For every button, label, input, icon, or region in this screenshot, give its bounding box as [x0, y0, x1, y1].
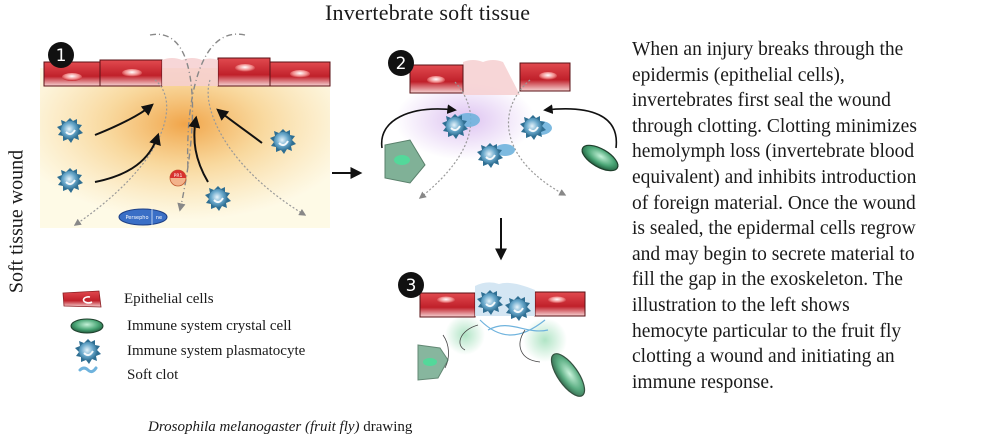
- svg-text:1: 1: [56, 46, 67, 66]
- description-line: invertebrates first seal the wound: [632, 90, 891, 112]
- panel-3: 3: [398, 272, 586, 397]
- soft-clot-icon: [78, 366, 98, 374]
- description-line: immune response.: [632, 371, 774, 393]
- caption-suffix: drawing: [359, 419, 413, 435]
- crystal-cell-left-3: [417, 344, 449, 381]
- panel-2: 2: [380, 50, 619, 199]
- description-line: When an injury breaks through the: [632, 39, 904, 60]
- step-badge-1: 1: [48, 42, 74, 68]
- legend-label: Immune system plasmatocyte: [127, 342, 306, 359]
- description-line: of foreign material. Once the wound: [632, 192, 916, 214]
- persephone-molecule: Persepho ne: [118, 208, 168, 226]
- diagram-title: Invertebrate soft tissue: [325, 0, 531, 25]
- svg-text:2: 2: [396, 54, 407, 74]
- svg-text:PR1: PR1: [174, 173, 183, 179]
- description-line: hemolymph loss (invertebrate blood: [632, 141, 915, 163]
- description-line: equivalent) and inhibits introduction: [632, 166, 917, 188]
- description-line: is sealed, the epidermal cells regrow: [632, 218, 916, 240]
- description-line: through clotting. Clotting minimizes: [632, 115, 917, 137]
- crystal-cell-icon: [70, 318, 104, 334]
- description-text: When an injury breaks through the epiderm…: [632, 37, 990, 395]
- description-line: epidermis (epithelial cells),: [632, 64, 845, 86]
- description-line: hemocyte particular to the fruit fly: [632, 320, 902, 342]
- description-line: clotting a wound and initiating an: [632, 346, 895, 368]
- crystal-cell-left: [384, 139, 426, 184]
- legend-label: Soft clot: [127, 366, 179, 383]
- description-line: and may begin to secrete material to: [632, 243, 915, 265]
- epithelial-layer-right: [217, 57, 331, 87]
- step-badge-2: 2: [388, 50, 414, 76]
- caption-species: Drosophila melanogaster (fruit fly): [148, 419, 360, 435]
- crystal-cell-right: [581, 144, 619, 172]
- epithelial-cell-icon: [62, 290, 102, 308]
- figure-caption: Drosophila melanogaster (fruit fly) draw…: [148, 419, 412, 436]
- pr1-molecule: PR1: [169, 169, 187, 187]
- wound-gap: [162, 58, 218, 86]
- crystal-cell-right-3: [550, 353, 586, 397]
- description-line: illustration to the left shows: [632, 294, 850, 316]
- svg-text:3: 3: [406, 276, 417, 296]
- legend-label: Immune system crystal cell: [127, 317, 292, 334]
- epithelial-layer-left: [43, 59, 163, 87]
- step-badge-3: 3: [398, 272, 424, 298]
- description-line: fill the gap in the exoskeleton. The: [632, 269, 903, 291]
- plasmatocyte-icon: [74, 338, 102, 365]
- panel-1: PR1 Persepho ne 1: [40, 33, 331, 228]
- legend-label: Epithelial cells: [124, 290, 214, 307]
- svg-text:Persepho: Persepho: [125, 215, 148, 221]
- legend-icons: [62, 290, 104, 374]
- svg-text:ne: ne: [156, 215, 162, 221]
